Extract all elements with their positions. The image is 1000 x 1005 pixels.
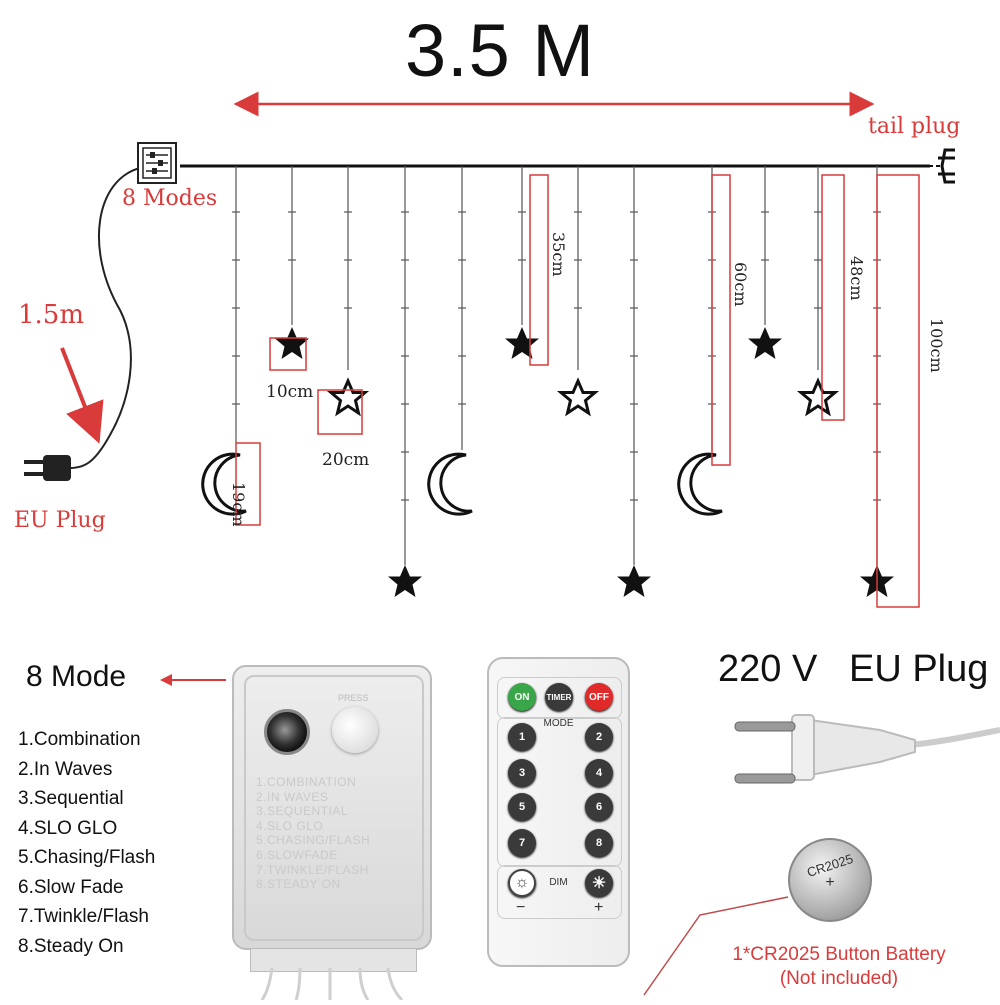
off-button[interactable]: OFF bbox=[585, 683, 613, 711]
remote-control: ON TIMER OFF MODE 1 2 3 4 5 6 7 8 ☼ ☀ DI… bbox=[487, 657, 630, 967]
dim-label: DIM bbox=[549, 877, 568, 888]
box-mode-item: 8.STEADY ON bbox=[256, 877, 341, 892]
box-mode-item: 2.IN WAVES bbox=[256, 789, 329, 804]
controller-box: PRESS 1.COMBINATION 2.IN WAVES 3.SEQUENT… bbox=[232, 665, 432, 950]
mode-3-button[interactable]: 3 bbox=[508, 759, 536, 787]
mode-item: 7.Twinkle/Flash bbox=[18, 906, 149, 927]
box-mode-item: 7.TWINKLE/FLASH bbox=[256, 862, 369, 877]
power-label: 220 V EU Plug bbox=[718, 648, 989, 690]
press-label: PRESS bbox=[338, 693, 369, 703]
ornament-moons bbox=[201, 452, 724, 516]
mode-item: 3.Sequential bbox=[18, 788, 124, 809]
cable-length-label: 1.5m bbox=[18, 300, 85, 330]
mode-list: 1.Combination 2.In Waves 3.Sequential 4.… bbox=[18, 725, 155, 961]
mode-item: 4.SLO GLO bbox=[18, 817, 118, 839]
battery-note-line1: 1*CR2025 Button Battery bbox=[732, 944, 946, 965]
battery-note: 1*CR2025 Button Battery (Not included) bbox=[708, 943, 970, 991]
dim-star-small: 10cm bbox=[266, 382, 314, 402]
ornament-hollow-stars bbox=[329, 379, 837, 415]
box-mode-list: 1.COMBINATION 2.IN WAVES 3.SEQUENTIAL 4.… bbox=[256, 775, 370, 892]
mode-5-button[interactable]: 5 bbox=[508, 793, 536, 821]
curtain-light-diagram bbox=[24, 91, 955, 608]
modes-label: 8 Modes bbox=[122, 186, 218, 211]
battery-icon: CR2025 + bbox=[788, 838, 872, 922]
dim-drop-48: 48cm bbox=[847, 256, 866, 301]
tail-plug-icon bbox=[880, 148, 955, 184]
box-mode-item: 5.CHASING/FLASH bbox=[256, 833, 371, 848]
timer-button[interactable]: TIMER bbox=[545, 683, 573, 711]
dim-drop-100: 100cm bbox=[927, 318, 946, 373]
mode-4-button[interactable]: 4 bbox=[585, 759, 613, 787]
mode-8-button[interactable]: 8 bbox=[585, 829, 613, 857]
dim-down-button[interactable]: ☼ bbox=[508, 869, 536, 897]
battery-pointer bbox=[643, 896, 789, 996]
eu-plug-label: EU Plug bbox=[14, 508, 106, 533]
dim-up-button[interactable]: ☀ bbox=[585, 869, 613, 897]
controller-icon bbox=[137, 142, 177, 184]
ir-sensor bbox=[264, 709, 310, 755]
mode-2-button[interactable]: 2 bbox=[585, 723, 613, 751]
mode-item: 5.Chasing/Flash bbox=[18, 847, 156, 868]
box-mode-item: 6.SLOWFADE bbox=[256, 847, 338, 862]
mode-item: 1.Combination bbox=[18, 729, 141, 750]
sun-icon: ☀ bbox=[591, 875, 607, 892]
mode-item: 8.Steady On bbox=[18, 935, 124, 957]
mode-item: 6.Slow Fade bbox=[18, 876, 124, 898]
press-button[interactable] bbox=[332, 707, 378, 753]
dim-drop-60: 60cm bbox=[731, 262, 750, 307]
dim-drop-35: 35cm bbox=[549, 232, 568, 277]
battery-note-line2: (Not included) bbox=[779, 968, 899, 989]
sun-outline-icon: ☼ bbox=[514, 874, 530, 891]
box-mode-item: 4.SLO GLO bbox=[256, 818, 324, 833]
mode-1-button[interactable]: 1 bbox=[508, 723, 536, 751]
dim-star-large: 20cm bbox=[322, 450, 370, 470]
tail-plug-label: tail plug bbox=[868, 114, 961, 139]
eu-plug-icon bbox=[734, 714, 1000, 784]
mode-item: 2.In Waves bbox=[18, 758, 113, 780]
box-mode-item: 1.COMBINATION bbox=[256, 775, 357, 789]
minus-label: − bbox=[516, 899, 526, 916]
mode-7-button[interactable]: 7 bbox=[508, 829, 536, 857]
mode-6-button[interactable]: 6 bbox=[585, 793, 613, 821]
eu-plug-left-icon bbox=[24, 455, 71, 481]
page-title: 3.5 M bbox=[404, 9, 596, 92]
controller-wires bbox=[260, 968, 404, 1000]
box-mode-item: 3.SEQUENTIAL bbox=[256, 804, 349, 819]
on-button[interactable]: ON bbox=[508, 683, 536, 711]
mode-heading: 8 Mode bbox=[26, 660, 127, 693]
mode-arrow-icon bbox=[160, 674, 226, 686]
dim-moon: 19cm bbox=[229, 482, 248, 527]
mode-label: MODE bbox=[543, 718, 574, 729]
plus-label: + bbox=[594, 899, 604, 916]
